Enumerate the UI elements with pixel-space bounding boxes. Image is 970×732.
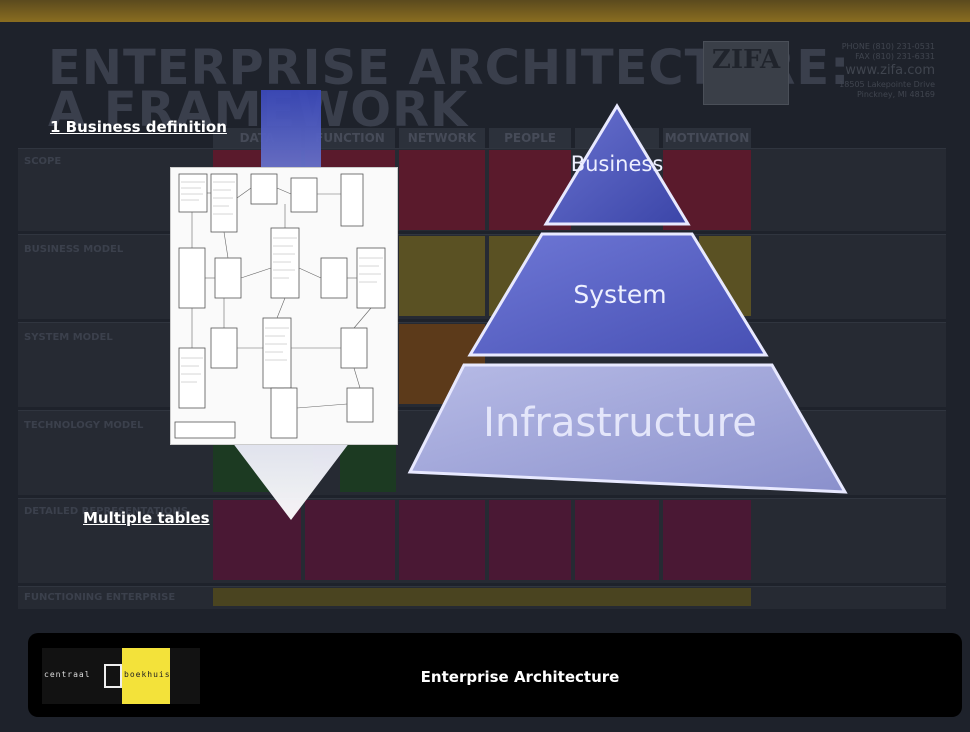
pyramid-label-business: Business — [570, 152, 664, 176]
contact-line: FAX (810) 231-6331 — [855, 52, 935, 61]
contact-line: 18505 Lakepointe Drive — [839, 80, 935, 89]
contact-line: PHONE (810) 231-0531 — [841, 42, 935, 51]
column-header: FUNCTION — [305, 128, 395, 148]
business-definition-link[interactable]: 1 Business definition — [50, 118, 227, 136]
pyramid-label-infrastructure: Infrastructure — [483, 400, 757, 446]
cell-detailed — [305, 500, 395, 580]
cell-detailed — [575, 500, 659, 580]
row-label: FUNCTIONING ENTERPRISE — [24, 592, 176, 603]
logo-text-right: boekhuis — [124, 670, 171, 679]
top-gold-bar — [0, 0, 970, 22]
logo-text-left: centraal — [44, 670, 91, 679]
cell-detailed — [399, 500, 485, 580]
row-label: DETAILED REPRESENTATIONS — [24, 506, 189, 517]
centraal-boekhuis-logo: centraal boekhuis — [42, 648, 200, 704]
pyramid-bottom-layer — [407, 363, 848, 494]
cell-detailed — [663, 500, 751, 580]
entity-relationship-diagram — [170, 167, 398, 445]
row-label: BUSINESS MODEL — [24, 244, 124, 255]
logo-yellow-block — [122, 648, 170, 704]
erd-drawing — [174, 173, 386, 439]
column-header: PEOPLE — [489, 128, 571, 148]
row-label: SCOPE — [24, 156, 62, 167]
pyramid-top-layer — [543, 103, 691, 226]
contact-line: www.zifa.com — [845, 63, 935, 78]
architecture-pyramid — [407, 103, 848, 494]
cell-functioning — [213, 588, 751, 606]
column-header: NETWORK — [399, 128, 485, 148]
book-icon — [104, 664, 122, 688]
background-contact: PHONE (810) 231-0531 FAX (810) 231-6331 … — [800, 42, 935, 105]
pyramid-middle-layer — [467, 232, 769, 357]
pyramid-label-system: System — [573, 280, 667, 309]
row-label: TECHNOLOGY MODEL — [24, 420, 144, 431]
cell-detailed — [489, 500, 571, 580]
cell-scope — [399, 150, 485, 230]
footer-title: Enterprise Architecture — [420, 668, 620, 686]
row-label: SYSTEM MODEL — [24, 332, 113, 343]
cell-business — [399, 236, 485, 316]
column-header: MOTIVATION — [663, 128, 751, 148]
multiple-tables-link[interactable]: Multiple tables — [83, 509, 210, 527]
contact-line: Pinckney, MI 48169 — [856, 90, 935, 99]
zifa-logo: ZIFA — [703, 41, 789, 105]
